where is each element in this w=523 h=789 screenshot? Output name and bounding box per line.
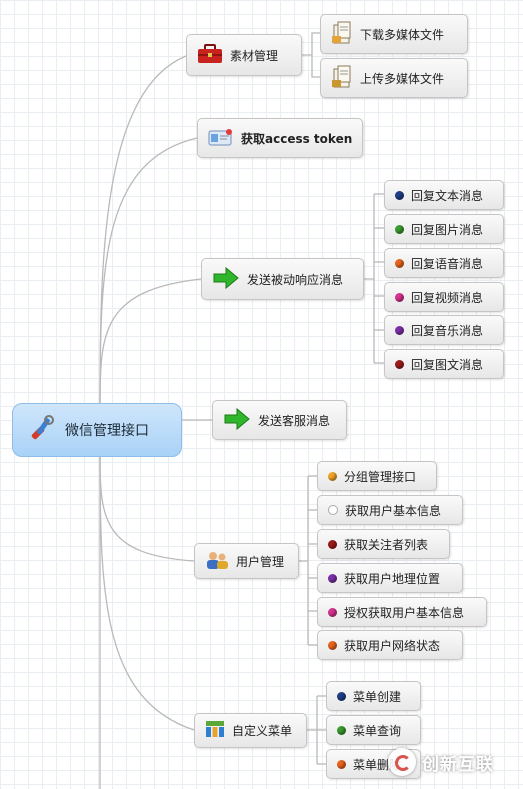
dot-icon — [395, 292, 404, 302]
dot-icon — [395, 325, 404, 335]
dot-icon — [337, 725, 346, 735]
leaf-menu-query[interactable]: 菜单查询 — [326, 715, 421, 745]
id-card-icon — [208, 128, 234, 149]
dot-icon — [395, 258, 404, 268]
leaf-reply-image[interactable]: 回复图片消息 — [384, 214, 504, 244]
dot-icon — [328, 573, 337, 583]
green-arrow-icon — [223, 407, 251, 434]
branch-send-passive-reply[interactable]: 发送被动响应消息 — [201, 258, 364, 300]
leaf-oauth-user-info[interactable]: 授权获取用户基本信息 — [317, 597, 487, 627]
dot-icon — [337, 759, 346, 769]
dot-icon — [328, 640, 337, 650]
toolbox-icon — [197, 43, 223, 67]
leaf-upload-media[interactable]: 上传多媒体文件 — [320, 58, 468, 98]
dot-icon — [328, 471, 337, 481]
leaf-get-followers[interactable]: 获取关注者列表 — [317, 529, 450, 559]
dot-icon — [328, 607, 337, 617]
branch-custom-menu[interactable]: 自定义菜单 — [194, 713, 307, 748]
document-upload-icon — [331, 65, 353, 92]
leaf-reply-voice[interactable]: 回复语音消息 — [384, 248, 504, 278]
leaf-get-user-info[interactable]: 获取用户基本信息 — [317, 495, 463, 525]
root-label: 微信管理接口 — [65, 423, 149, 439]
dot-icon — [337, 691, 346, 701]
leaf-reply-video[interactable]: 回复视频消息 — [384, 282, 504, 312]
branch-get-access-token[interactable]: 获取access token — [197, 118, 363, 158]
watermark: 创新互联 — [388, 744, 523, 780]
leaf-menu-create[interactable]: 菜单创建 — [326, 681, 421, 711]
branch-material-management[interactable]: 素材管理 — [186, 34, 302, 76]
branch-send-customer-service-message[interactable]: 发送客服消息 — [212, 400, 347, 440]
root-node[interactable]: 微信管理接口 — [12, 403, 182, 457]
menu-grid-icon — [205, 720, 225, 741]
green-arrow-icon — [212, 266, 240, 293]
document-download-icon — [331, 21, 353, 48]
leaf-reply-news[interactable]: 回复图文消息 — [384, 349, 504, 379]
leaf-get-user-location[interactable]: 获取用户地理位置 — [317, 563, 463, 593]
tools-icon — [27, 413, 57, 447]
leaf-get-network-status[interactable]: 获取用户网络状态 — [317, 630, 463, 660]
leaf-download-media[interactable]: 下载多媒体文件 — [320, 14, 468, 54]
dot-icon — [395, 190, 404, 200]
users-icon — [205, 550, 229, 573]
leaf-group-management[interactable]: 分组管理接口 — [317, 461, 437, 491]
empty-dot-icon — [328, 505, 338, 515]
leaf-reply-text[interactable]: 回复文本消息 — [384, 180, 504, 210]
leaf-reply-music[interactable]: 回复音乐消息 — [384, 315, 504, 345]
dot-icon — [395, 359, 404, 369]
branch-user-management[interactable]: 用户管理 — [194, 543, 299, 579]
watermark-logo-icon — [388, 748, 416, 776]
dot-icon — [328, 539, 337, 549]
dot-icon — [395, 224, 404, 234]
